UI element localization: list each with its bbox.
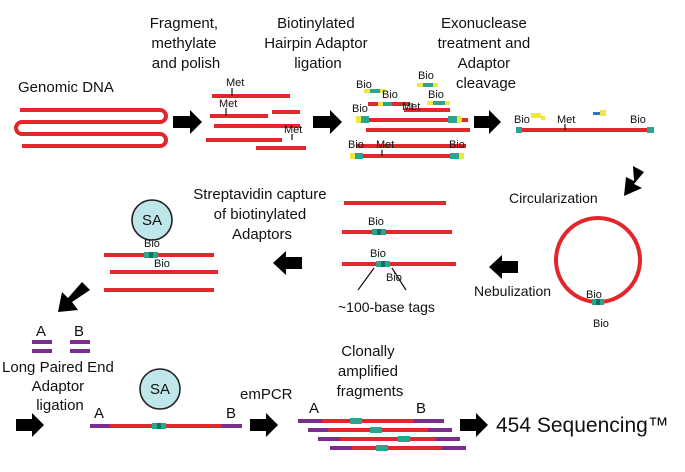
sequencing-label: 454 Sequencing™ (496, 414, 669, 437)
empcr-label: emPCR (240, 386, 293, 403)
adaptor-ligated-fragment (90, 423, 242, 429)
streptavidin-bead-1 (131, 199, 173, 241)
bio-label-h2: Bio (418, 70, 434, 82)
adaptor-b-label-2: B (226, 405, 236, 422)
tags-label: ~100-base tags (338, 299, 435, 315)
met-label-h: Met (402, 101, 420, 113)
arrow-5 (489, 255, 518, 279)
cleaved-fragment (516, 110, 654, 133)
sa-label-1: SA (142, 212, 162, 229)
arrow-7 (58, 282, 90, 312)
amplified-fragments (298, 418, 466, 451)
bio-label-h7: Bio (449, 139, 465, 151)
sa-label-2: SA (150, 381, 170, 398)
arrow-8 (16, 413, 44, 437)
hairpin-adaptors (350, 83, 464, 159)
captured-fragments (104, 252, 218, 292)
bio-label-s2: Bio (154, 258, 170, 270)
met-label-1: Met (226, 77, 244, 89)
streptavidin-bead-2 (139, 368, 181, 410)
circularization-label: Circularization (509, 190, 598, 206)
bio-label-h4: Bio (428, 89, 444, 101)
long-paired-end-label: Long Paired End Adaptor ligation (2, 359, 118, 414)
met-label-3: Met (284, 124, 302, 136)
bio-label-s1: Bio (144, 238, 160, 250)
adaptor-b-label: B (74, 323, 84, 340)
met-label-2: Met (219, 98, 237, 110)
genomic-dna-label: Genomic DNA (18, 79, 114, 96)
bio-label-c2: Bio (593, 318, 609, 330)
adaptor-a-label: A (36, 323, 46, 340)
bio-label-h3: Bio (382, 89, 398, 101)
bio-label-h6: Bio (348, 139, 364, 151)
arrow-9 (250, 413, 278, 437)
bio-label-h1: Bio (356, 79, 372, 91)
clonal-label: Clonally amplified fragments (337, 343, 404, 400)
arrow-1 (173, 110, 202, 134)
met-label-h2: Met (376, 139, 394, 151)
adaptor-a-label-3: A (309, 400, 319, 417)
bio-label-h5: Bio (352, 103, 368, 115)
dna-fragments (206, 88, 306, 150)
bio-label-n2: Bio (370, 248, 386, 260)
bio-label-e1: Bio (514, 114, 530, 126)
adaptor-b-label-3: B (416, 400, 426, 417)
paired-end-adaptors (32, 340, 90, 353)
bio-label-e2: Bio (630, 114, 646, 126)
bio-label-n3: Bio (386, 272, 402, 284)
bio-label-n1: Bio (368, 216, 384, 228)
exonuclease-label: Exonuclease treatment and Adaptor cleava… (438, 15, 535, 92)
hairpin-label: Biotinylated Hairpin Adaptor ligation (264, 15, 372, 72)
nebulization-label: Nebulization (474, 283, 551, 299)
streptavidin-label: Streptavidin capture of biotinylated Ada… (193, 186, 331, 243)
arrow-3 (474, 110, 501, 134)
arrow-10 (460, 413, 488, 437)
arrow-2 (313, 110, 342, 134)
genomic-dna-strand (14, 108, 168, 148)
bio-label-c1: Bio (586, 289, 602, 301)
nebulized-fragments (342, 201, 456, 291)
met-label-e: Met (557, 114, 575, 126)
fragment-label: Fragment, methylate and polish (150, 15, 223, 72)
arrow-6 (273, 251, 302, 275)
adaptor-a-label-2: A (94, 405, 104, 422)
arrow-4 (624, 166, 644, 196)
